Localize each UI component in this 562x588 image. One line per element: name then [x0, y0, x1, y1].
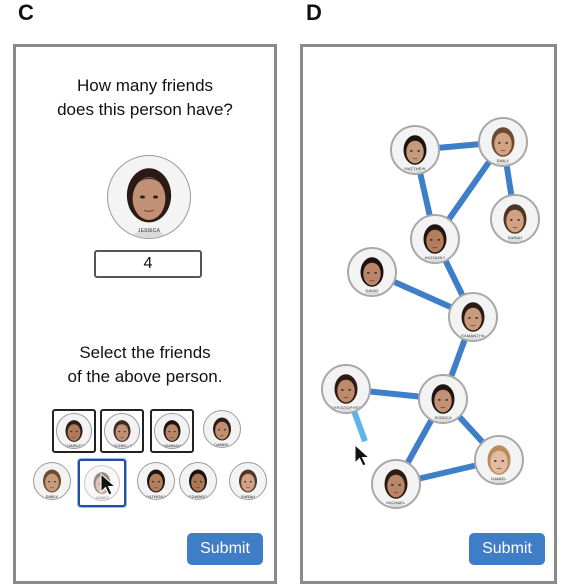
node-name: ANTHONY	[424, 255, 446, 260]
friend-name: DANIEL	[214, 442, 230, 447]
mouse-pointer-icon	[354, 444, 371, 467]
friend-name: SARAH	[240, 494, 256, 499]
node-name: MATTHEW	[404, 166, 426, 171]
friend-option-charles[interactable]: CHARLES	[52, 409, 96, 453]
face-photo-icon	[431, 384, 455, 422]
target-person-avatar: JESSICA	[107, 155, 191, 239]
face-photo-icon	[487, 445, 511, 483]
node-name: JESSICA	[433, 415, 453, 420]
node-name: EMILY	[496, 158, 510, 163]
friend-option-hannah[interactable]: HANNAH	[150, 409, 194, 453]
face-photo-icon	[126, 168, 172, 238]
friend-name: CHARLES	[63, 443, 85, 448]
friend-name: HANNAH	[162, 443, 182, 448]
face-photo-icon	[384, 469, 408, 507]
network-node-christopher[interactable]: CHRISTOPHER	[321, 364, 371, 414]
friend-option-daniel[interactable]: DANIEL	[202, 409, 242, 449]
question-line-2: does this person have?	[57, 100, 233, 119]
friend-avatar: ANTHONY	[137, 462, 175, 500]
face-photo-icon	[423, 224, 447, 262]
friend-option-edward[interactable]: EDWARD	[178, 461, 218, 501]
friend-option-michelle[interactable]: MICHELLE	[100, 409, 144, 453]
submit-button[interactable]: Submit	[187, 533, 263, 565]
face-photo-icon	[213, 417, 231, 447]
network-node-david[interactable]: DAVID	[347, 247, 397, 297]
node-name: DANIEL	[491, 476, 507, 481]
face-photo-icon	[334, 374, 358, 412]
node-name: CHRISTOPHER	[330, 405, 362, 410]
face-photo-icon	[461, 302, 485, 340]
network-node-emily[interactable]: EMILY	[478, 117, 528, 167]
node-name: SAMANTHA	[461, 333, 485, 338]
friend-avatar: MICHELLE	[104, 413, 140, 449]
face-photo-icon	[189, 469, 207, 499]
network-node-daniel[interactable]: DANIEL	[474, 435, 524, 485]
network-node-anthony[interactable]: ANTHONY	[410, 214, 460, 264]
friend-avatar: EMILY	[33, 462, 71, 500]
friend-name: EMILY	[45, 494, 59, 499]
friend-option-anthony[interactable]: ANTHONY	[136, 461, 176, 501]
face-photo-icon	[491, 127, 515, 165]
face-photo-icon	[503, 204, 527, 242]
friend-name: MICHELLE	[111, 443, 133, 448]
network-node-sarah[interactable]: SARAH	[490, 194, 540, 244]
face-photo-icon	[163, 420, 181, 448]
face-photo-icon	[403, 135, 427, 173]
network-node-michael[interactable]: MICHAEL	[371, 459, 421, 509]
friend-option-sarah[interactable]: SARAH	[228, 461, 268, 501]
face-photo-icon	[43, 469, 61, 499]
friend-avatar: SARAH	[229, 462, 267, 500]
network-node-samantha[interactable]: SAMANTHA	[448, 292, 498, 342]
friend-option-emily[interactable]: EMILY	[32, 461, 72, 501]
network-node-matthew[interactable]: MATTHEW	[390, 125, 440, 175]
face-photo-icon	[113, 420, 131, 448]
face-photo-icon	[147, 469, 165, 499]
friend-name: EDWARD	[188, 494, 208, 499]
select-instruction: Select the friends of the above person.	[16, 341, 274, 389]
select-line-2: of the above person.	[67, 367, 223, 386]
face-photo-icon	[239, 469, 257, 499]
friend-count-input[interactable]: 4	[94, 250, 202, 278]
submit-button[interactable]: Submit	[469, 533, 545, 565]
friend-count-panel: How many friends does this person have? …	[13, 44, 277, 584]
node-name: MICHAEL	[386, 500, 406, 505]
friend-avatar: HANNAH	[154, 413, 190, 449]
panel-letter-d: D	[306, 0, 322, 25]
friend-name: ANTHONY	[145, 494, 167, 499]
network-panel: MATTHEW EMILY ANTHONY SARAH DAVID SAMANTHA CHR…	[300, 44, 557, 584]
node-name: DAVID	[365, 288, 379, 293]
friend-avatar: CHARLES	[56, 413, 92, 449]
friend-avatar: EDWARD	[179, 462, 217, 500]
network-node-jessica[interactable]: JESSICA	[418, 374, 468, 424]
target-person-name: JESSICA	[137, 228, 161, 234]
panel-letter-c: C	[18, 0, 34, 25]
face-photo-icon	[65, 420, 83, 448]
friend-name: JAMES	[94, 495, 110, 500]
mouse-pointer-icon	[100, 473, 117, 496]
select-line-1: Select the friends	[79, 343, 211, 362]
question-title: How many friends does this person have?	[16, 74, 274, 122]
question-line-1: How many friends	[76, 76, 214, 95]
face-photo-icon	[360, 257, 384, 295]
friend-avatar: DANIEL	[203, 410, 241, 448]
node-name: SARAH	[507, 235, 523, 240]
